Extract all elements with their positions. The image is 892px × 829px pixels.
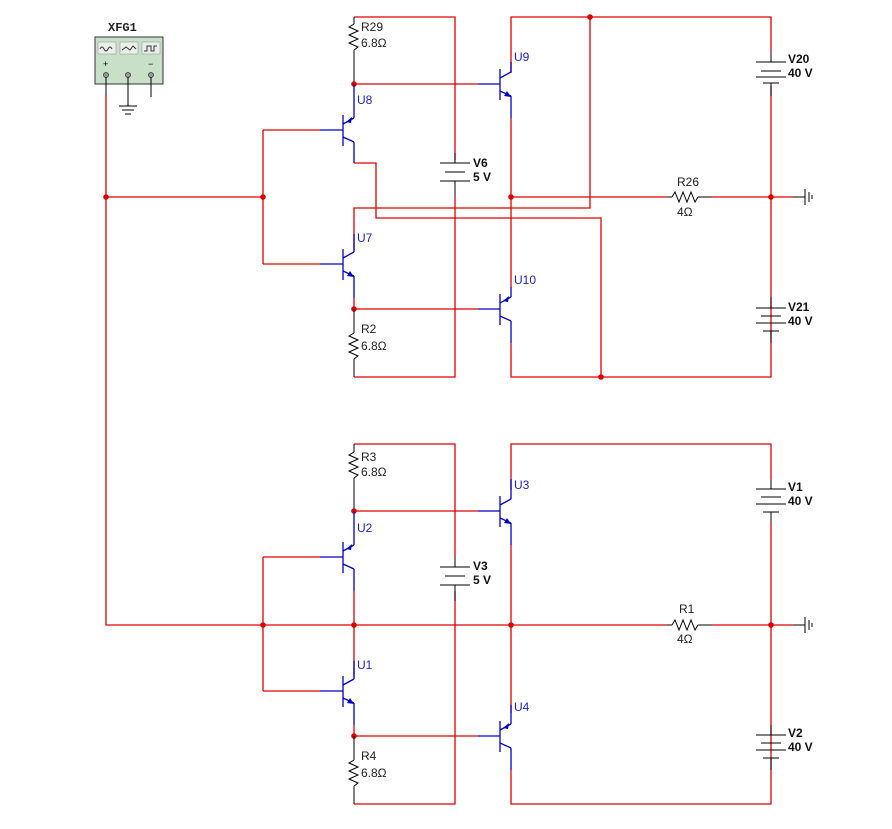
ground-icon (119, 105, 137, 115)
ground-icon (793, 617, 813, 633)
sine-wave-icon (97, 41, 117, 55)
battery-v1[interactable] (756, 479, 786, 523)
r3-ref: R3 (361, 450, 377, 464)
u7-ref: U7 (357, 231, 373, 245)
xfg1-label: XFG1 (108, 21, 137, 35)
r1-ref: R1 (679, 602, 695, 616)
r26-value: 4Ω (677, 205, 693, 219)
v21-value: 40 V (788, 314, 813, 328)
minus-terminal[interactable] (148, 72, 154, 78)
u2-ref: U2 (357, 521, 373, 535)
v3-value: 5 V (473, 573, 491, 587)
v6-ref: V6 (473, 156, 488, 170)
v2-ref: V2 (788, 726, 803, 740)
minus-terminal-label: − (148, 59, 153, 69)
r2-value: 6.8Ω (361, 339, 387, 353)
battery-v3[interactable] (440, 557, 470, 601)
plus-terminal-label: + (103, 59, 108, 69)
transistor-u10[interactable] (478, 287, 512, 343)
r3-value: 6.8Ω (361, 465, 387, 479)
transistor-u9[interactable] (478, 62, 512, 118)
u3-ref: U3 (514, 478, 530, 492)
u4-ref: U4 (514, 700, 530, 714)
battery-v20[interactable] (756, 52, 786, 96)
resistor-r3[interactable] (347, 451, 360, 488)
v3-ref: V3 (473, 559, 488, 573)
input-wires (103, 95, 263, 626)
common-terminal[interactable] (125, 72, 131, 78)
r29-ref: R29 (361, 20, 383, 34)
plus-terminal[interactable] (103, 72, 109, 78)
r26-ref: R26 (677, 175, 699, 189)
v21-ref: V21 (788, 300, 810, 314)
u8-ref: U8 (357, 93, 373, 107)
resistor-r29[interactable] (347, 23, 360, 60)
square-wave-icon (141, 41, 161, 55)
transistor-u2[interactable] (320, 535, 355, 591)
v1-value: 40 V (788, 494, 813, 508)
transistor-u1[interactable] (320, 661, 355, 725)
v6-value: 5 V (473, 170, 491, 184)
r1-value: 4Ω (677, 632, 693, 646)
upper-stage: R29 6.8Ω U8 U7 (260, 14, 813, 380)
lower-stage: R3 6.8Ω U2 U1 (260, 443, 813, 805)
transistor-u4[interactable] (478, 705, 512, 770)
v1-ref: V1 (788, 480, 803, 494)
battery-v21[interactable] (756, 297, 786, 343)
resistor-r1[interactable] (667, 618, 712, 632)
transistor-u8[interactable] (320, 108, 355, 163)
u1-ref: U1 (357, 658, 373, 672)
battery-v2[interactable] (756, 725, 786, 770)
r4-value: 6.8Ω (361, 766, 387, 780)
resistor-r2[interactable] (347, 323, 360, 377)
r2-ref: R2 (361, 322, 377, 336)
transistor-u3[interactable] (478, 479, 512, 545)
triangle-wave-icon (119, 41, 139, 55)
r4-ref: R4 (361, 749, 377, 763)
u10-ref: U10 (514, 273, 536, 287)
v20-ref: V20 (788, 52, 810, 66)
v2-value: 40 V (788, 740, 813, 754)
v20-value: 40 V (788, 66, 813, 80)
function-generator-xfg1[interactable]: XFG1 + − (94, 21, 164, 115)
u9-ref: U9 (514, 50, 530, 64)
ground-icon (793, 189, 813, 205)
transistor-u7[interactable] (320, 234, 355, 298)
r29-value: 6.8Ω (361, 36, 387, 50)
resistor-r26[interactable] (667, 190, 712, 204)
battery-v6[interactable] (440, 153, 470, 197)
resistor-r4[interactable] (347, 750, 360, 804)
